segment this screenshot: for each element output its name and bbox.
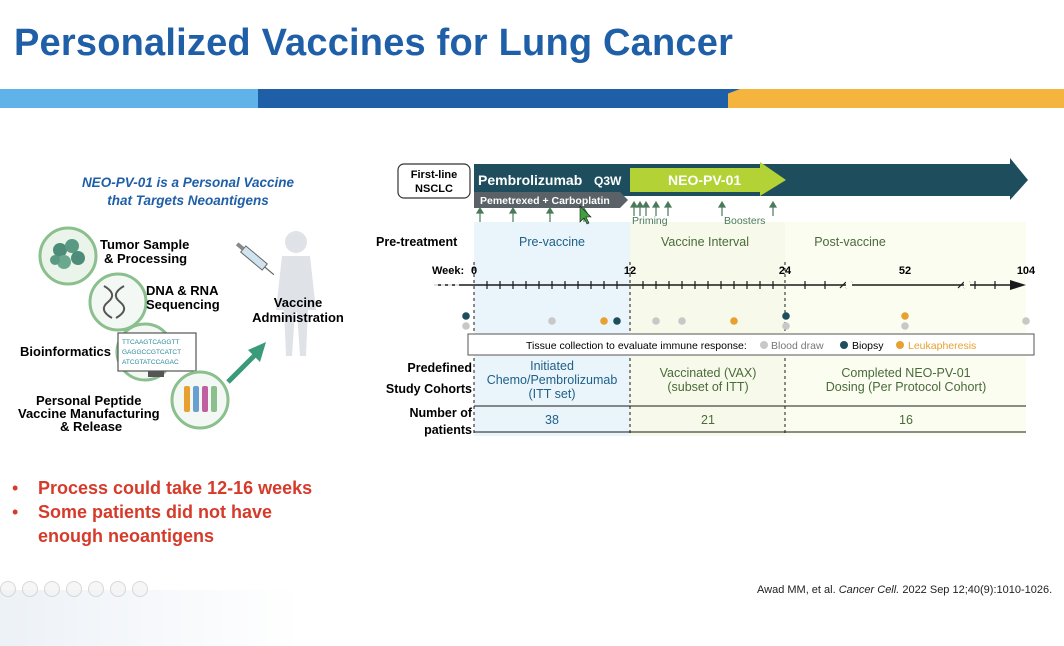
first-line-label-1: First-line — [411, 169, 457, 181]
header-color-band — [0, 89, 1064, 108]
screen-seq-1: TTCAAGTCAGGTT — [122, 339, 179, 346]
slide-title: Personalized Vaccines for Lung Cancer — [14, 22, 734, 64]
vaccine-interval-label: Vaccine Interval — [661, 235, 749, 249]
pretreatment-label: Pre-treatment — [376, 235, 458, 249]
camera-icon[interactable] — [110, 581, 126, 597]
pen-icon[interactable] — [44, 581, 60, 597]
bullet-item: • Some patients did not have enough neoa… — [12, 500, 312, 548]
step-mfg-line1: Personal Peptide — [36, 393, 141, 408]
footer-fade — [0, 590, 300, 646]
boosters-label: Boosters — [724, 215, 765, 227]
first-line-label-2: NSCLC — [415, 183, 453, 195]
week-axis-label: Week: — [432, 265, 464, 277]
neo-pv-01-arrow — [630, 162, 786, 196]
bullet-marker: • — [12, 502, 19, 522]
screen-seq-3: ATCGTATCCAGAC — [122, 359, 179, 366]
step-bioinformatics: Bioinformatics — [20, 344, 111, 359]
citation: Awad MM, et al. Cancer Cell. 2022 Sep 12… — [757, 584, 1052, 596]
priming-label: Priming — [632, 215, 668, 227]
mouse-cursor-icon — [579, 205, 592, 225]
key-points-list: • Process could take 12-16 weeks • Some … — [12, 476, 312, 548]
step-seq-line2: Sequencing — [146, 297, 220, 312]
cohorts-label-2: Study Cohorts — [386, 382, 472, 396]
patients-label-1: Number of — [410, 406, 473, 420]
pembro-label: Pembrolizumab — [478, 172, 582, 188]
neo-pv-label: NEO-PV-01 — [668, 172, 741, 188]
patients-count-itt: 38 — [545, 413, 559, 427]
step-admin-line1: Vaccine — [274, 295, 322, 310]
cohort3-line1: Completed NEO-PV-01 — [841, 366, 970, 380]
dna-icon — [88, 272, 148, 332]
pembro-schedule: Q3W — [594, 174, 622, 188]
bullet-text-2-line2: enough neoantigens — [38, 526, 215, 546]
presentation-controls — [0, 580, 148, 598]
bullet-text-1: Process could take 12-16 weeks — [38, 478, 313, 498]
citation-authors: Awad MM, et al. — [757, 584, 836, 596]
prevaccine-label: Pre-vaccine — [519, 235, 585, 249]
cohort2-line1: Vaccinated (VAX) — [660, 366, 757, 380]
step-mfg-line2: Vaccine Manufacturing — [18, 406, 160, 421]
postvaccine-label: Post-vaccine — [814, 235, 886, 249]
process-heading-line1: NEO-PV-01 is a Personal Vaccine — [82, 175, 295, 190]
cohort1-line2: Chemo/Pembrolizumab — [487, 373, 618, 387]
step-seq-line1: DNA & RNA — [146, 283, 219, 298]
legend-blood-draw: Blood draw — [771, 340, 824, 352]
more-options-icon[interactable] — [132, 581, 148, 597]
next-slide-icon[interactable] — [22, 581, 38, 597]
manufacturing-icon — [170, 370, 230, 430]
zoom-icon[interactable] — [66, 581, 82, 597]
prev-slide-icon[interactable] — [0, 581, 16, 597]
syringe-icon — [235, 242, 275, 276]
human-silhouette-icon — [276, 231, 316, 356]
vaccine-process-diagram: NEO-PV-01 is a Personal Vaccine that Tar… — [18, 175, 344, 434]
citation-details: 2022 Sep 12;40(9):1010-1026. — [902, 584, 1053, 596]
tissue-legend-label: Tissue collection to evaluate immune res… — [526, 340, 747, 352]
step-admin-line2: Administration — [252, 310, 344, 325]
bullet-item: • Process could take 12-16 weeks — [12, 476, 312, 500]
screen-seq-2: GAGGCCGTCATCT — [122, 349, 181, 356]
cohort1-line3: (ITT set) — [529, 387, 576, 401]
grid-icon[interactable] — [88, 581, 104, 597]
week-tick-104: 104 — [1017, 265, 1036, 277]
tissue-legend-box — [467, 333, 1035, 356]
tumor-sample-icon — [38, 226, 98, 286]
process-heading-line2: that Targets Neoantigens — [107, 193, 269, 208]
patients-count-pp: 16 — [899, 413, 913, 427]
study-timeline-diagram: First-line NSCLC Pembrolizumab Q3W NEO-P… — [376, 158, 1036, 437]
bullet-marker: • — [12, 478, 19, 498]
step-mfg-line3: & Release — [60, 419, 122, 434]
step-tumor-line1: Tumor Sample — [100, 237, 189, 252]
legend-biopsy: Biopsy — [852, 340, 884, 352]
citation-journal: Cancer Cell. — [838, 584, 900, 596]
patients-count-vax: 21 — [701, 413, 715, 427]
week-tick-52: 52 — [899, 265, 911, 277]
cohort2-line2: (subset of ITT) — [667, 380, 748, 394]
step-tumor-line2: & Processing — [104, 251, 187, 266]
cohort1-line1: Initiated — [530, 359, 574, 373]
bullet-text-2-line1: Some patients did not have — [38, 502, 273, 522]
patients-label-2: patients — [424, 423, 472, 437]
legend-leukapheresis: Leukapheresis — [908, 340, 976, 352]
chemo-arrow — [474, 192, 628, 208]
cohorts-label-1: Predefined — [407, 361, 472, 375]
cohort3-line2: Dosing (Per Protocol Cohort) — [826, 380, 986, 394]
chemo-label: Pemetrexed + Carboplatin — [480, 195, 610, 207]
